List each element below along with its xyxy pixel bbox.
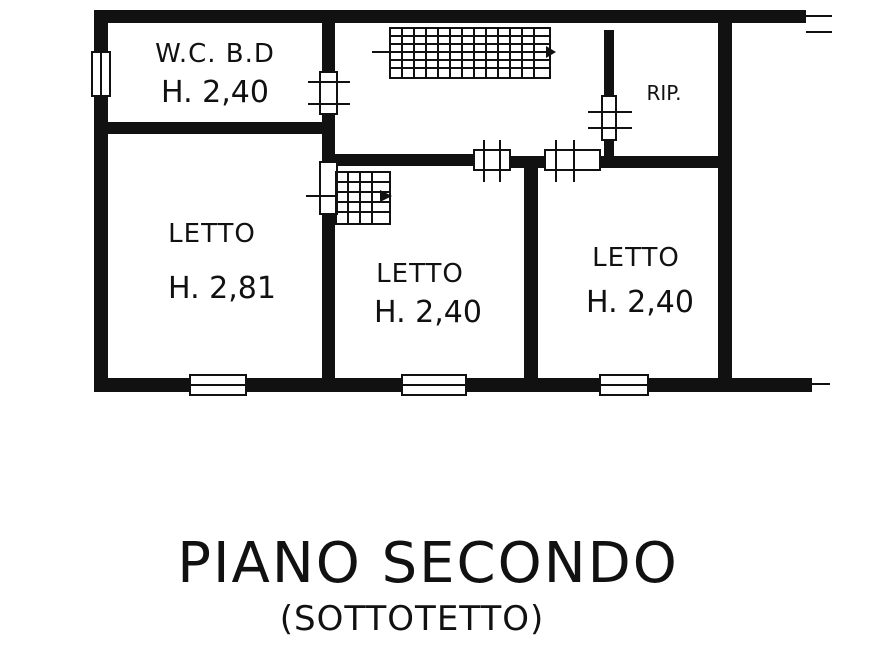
walls (94, 10, 812, 392)
room-label-letto-middle: LETTO (376, 259, 464, 289)
room-label-letto-left: LETTO (168, 219, 256, 249)
room-label-rip: RIP. (646, 81, 681, 105)
room-height-letto-left: H. 2,81 (168, 271, 276, 306)
room-height-letto-middle: H. 2,40 (374, 295, 482, 330)
room-letto-left: LETTO H. 2,81 (168, 219, 276, 306)
doors (308, 71, 632, 215)
room-label-letto-right: LETTO (592, 243, 680, 273)
plan-title: PIANO SECONDO (177, 531, 679, 596)
stairs-main (372, 27, 556, 79)
roof-line (806, 15, 832, 385)
room-height-wc-bd: H. 2,40 (161, 75, 269, 110)
windows (91, 51, 649, 396)
title-block: PIANO SECONDO (SOTTOTETTO) (177, 531, 679, 639)
plan-subtitle: (SOTTOTETTO) (280, 599, 545, 639)
room-wc-bd: W.C. B.D H. 2,40 (155, 39, 275, 110)
room-letto-right: LETTO H. 2,40 (586, 243, 694, 320)
room-rip: RIP. (646, 81, 681, 105)
room-height-letto-right: H. 2,40 (586, 285, 694, 320)
stairs-small (306, 171, 392, 225)
room-letto-middle: LETTO H. 2,40 (374, 259, 482, 330)
room-label-wc-bd: W.C. B.D (155, 39, 275, 69)
